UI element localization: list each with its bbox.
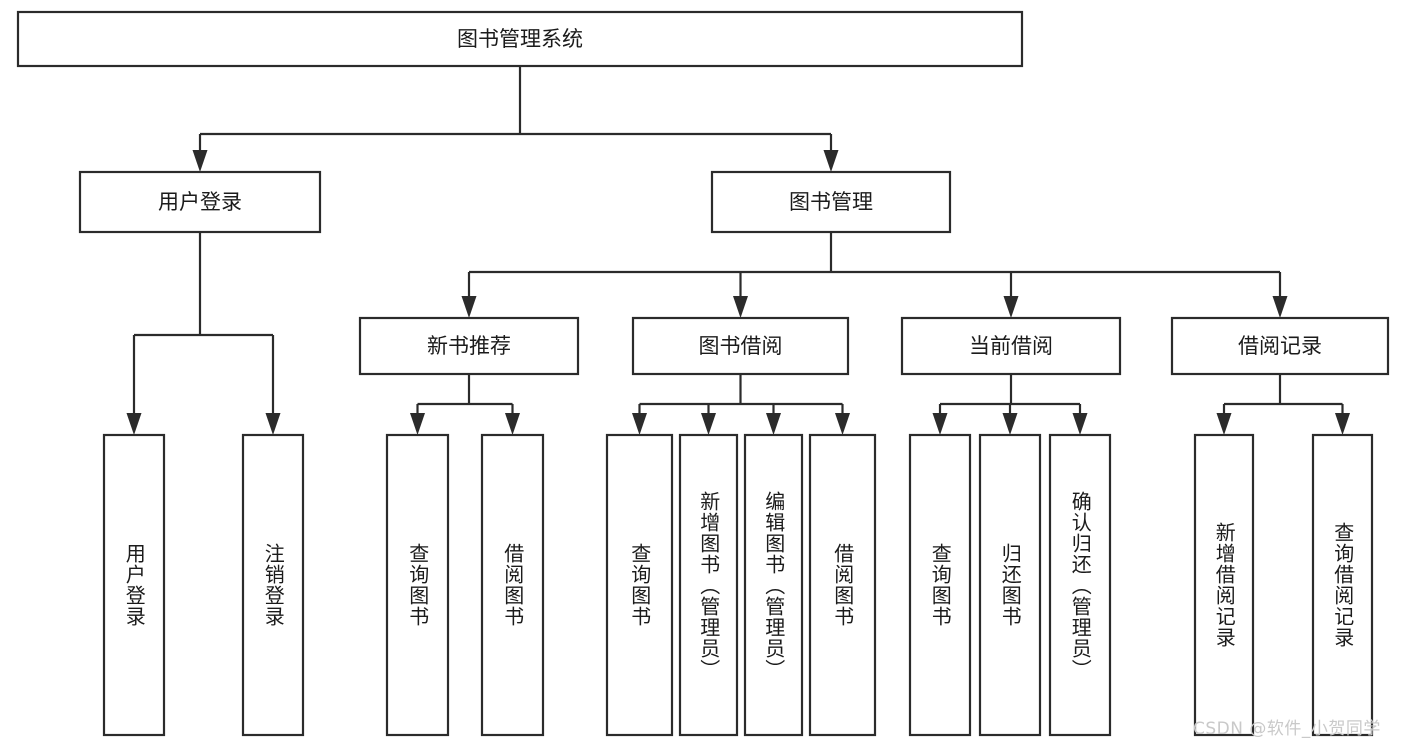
node-box[interactable] [1193, 433, 1255, 737]
node-box[interactable] [1311, 433, 1374, 737]
node-box[interactable] [978, 433, 1042, 737]
node-查询图书[interactable] [908, 433, 972, 737]
node-box[interactable] [78, 170, 322, 234]
node-box[interactable] [678, 433, 739, 737]
node-图书管理系统[interactable]: 图书管理系统 [16, 10, 1024, 68]
node-box[interactable] [605, 433, 674, 737]
node-用户登录[interactable]: 用户登录 [78, 170, 322, 234]
node-用户登录[interactable] [102, 433, 166, 737]
node-label: 图书管理 [789, 190, 873, 214]
node-查询图书[interactable] [385, 433, 450, 737]
node-查询借阅记录[interactable] [1311, 433, 1374, 737]
node-注销登录[interactable] [241, 433, 305, 737]
node-label: 用户登录 [158, 190, 242, 214]
connectors-layer [126, 66, 1350, 435]
node-box[interactable] [900, 316, 1122, 376]
node-label: 新书推荐 [427, 334, 511, 358]
node-box[interactable] [1048, 433, 1112, 737]
node-查询图书[interactable] [605, 433, 674, 737]
node-box[interactable] [480, 433, 545, 737]
node-编辑图书管理员[interactable] [743, 433, 804, 737]
node-label: 图书管理系统 [457, 27, 583, 51]
node-box[interactable] [631, 316, 850, 376]
node-box[interactable] [710, 170, 952, 234]
node-新书推荐[interactable]: 新书推荐 [358, 316, 580, 376]
node-box[interactable] [16, 10, 1024, 68]
node-图书管理[interactable]: 图书管理 [710, 170, 952, 234]
node-box[interactable] [1170, 316, 1390, 376]
node-box[interactable] [808, 433, 877, 737]
node-box[interactable] [358, 316, 580, 376]
node-box[interactable] [908, 433, 972, 737]
node-box[interactable] [743, 433, 804, 737]
node-新增借阅记录[interactable] [1193, 433, 1255, 737]
node-box[interactable] [102, 433, 166, 737]
node-label: 借阅记录 [1238, 334, 1322, 358]
node-box[interactable] [385, 433, 450, 737]
node-借阅记录[interactable]: 借阅记录 [1170, 316, 1390, 376]
node-归还图书[interactable] [978, 433, 1042, 737]
node-label: 图书借阅 [699, 334, 783, 358]
node-当前借阅[interactable]: 当前借阅 [900, 316, 1122, 376]
node-新增图书管理员[interactable] [678, 433, 739, 737]
watermark-text: CSDN @软件_小贺同学 [1193, 719, 1381, 739]
node-借阅图书[interactable] [480, 433, 545, 737]
node-label: 当前借阅 [969, 334, 1053, 358]
node-借阅图书[interactable] [808, 433, 877, 737]
node-图书借阅[interactable]: 图书借阅 [631, 316, 850, 376]
node-box[interactable] [241, 433, 305, 737]
node-确认归还管理员[interactable] [1048, 433, 1112, 737]
